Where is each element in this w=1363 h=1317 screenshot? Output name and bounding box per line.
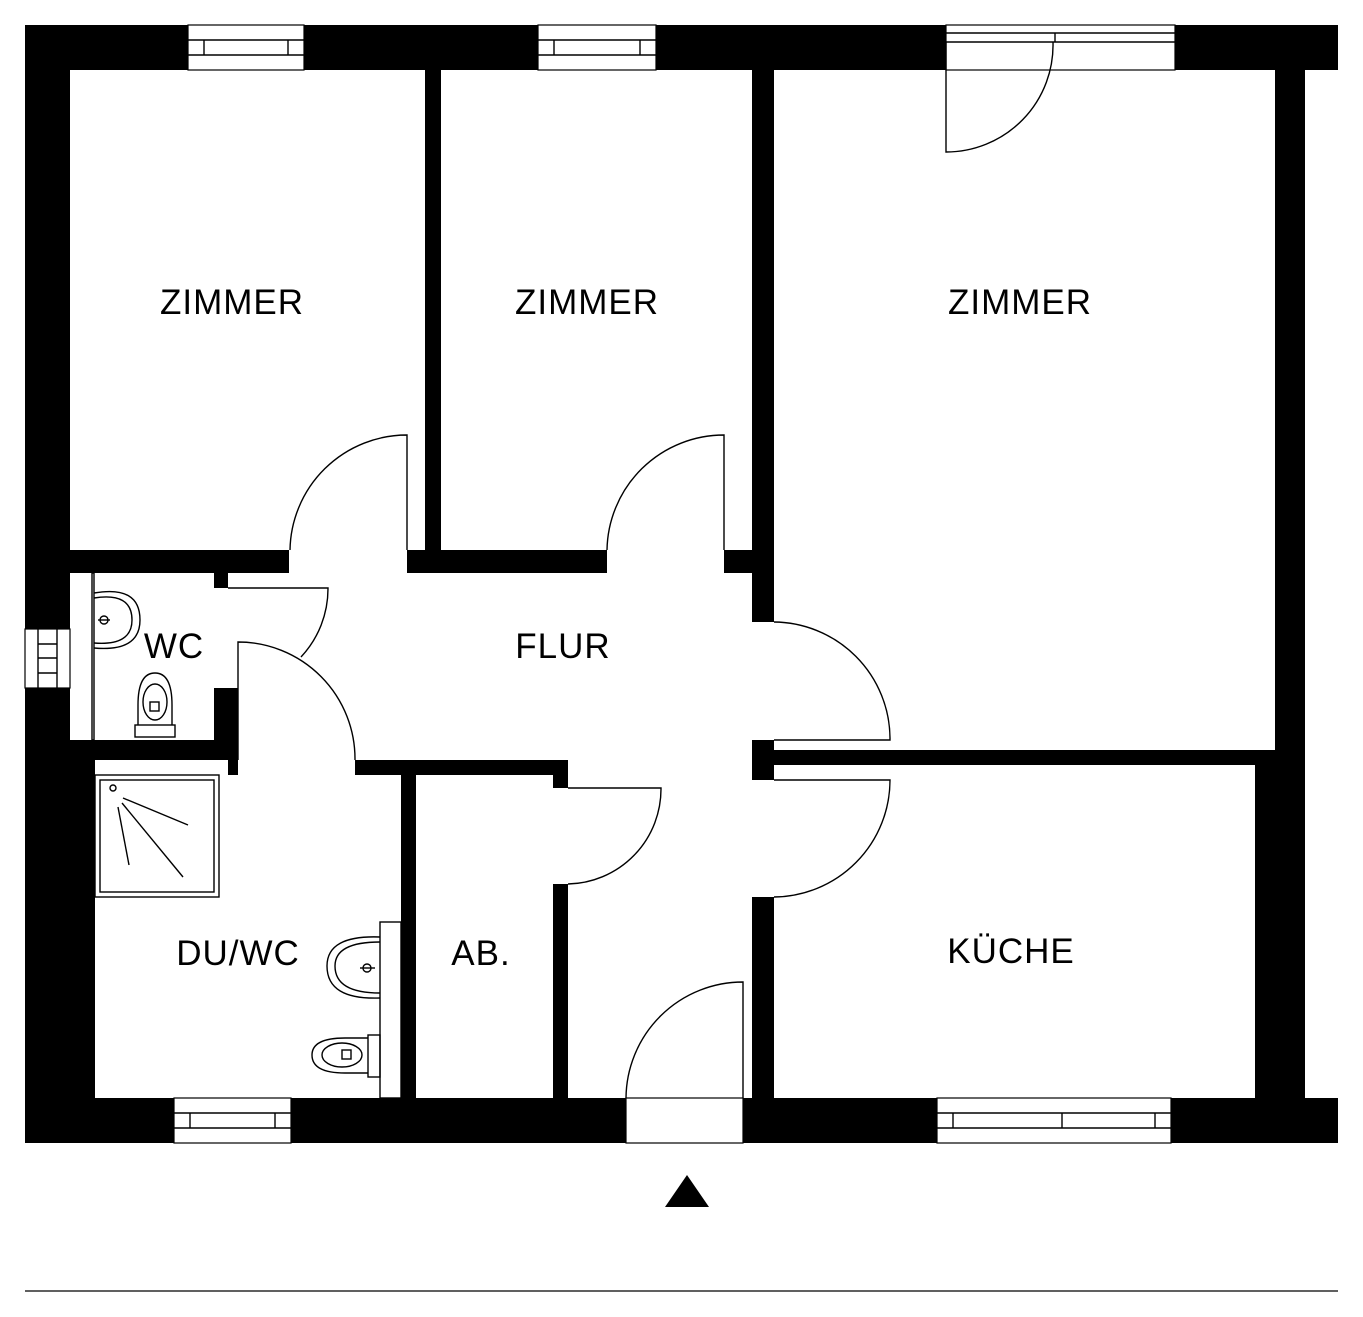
sink-icon (326, 921, 402, 1099)
room-label-zimmer-middle: ZIMMER (515, 283, 659, 322)
room-label-kueche: KÜCHE (947, 932, 1075, 971)
room-label-ab: AB. (451, 934, 510, 973)
entrance-arrow-icon (665, 1175, 709, 1207)
room-label-du-wc: DU/WC (176, 934, 300, 973)
room-label-wc: WC (144, 627, 204, 666)
room-label-zimmer-right: ZIMMER (948, 283, 1092, 322)
walls (25, 25, 1338, 1143)
room-label-flur: FLUR (515, 627, 610, 666)
windows (24, 24, 1176, 1144)
shower-tray-icon (94, 774, 220, 898)
room-label-zimmer-left: ZIMMER (160, 283, 304, 322)
toilet-icon (311, 1034, 381, 1078)
sink-icon (91, 572, 141, 741)
toilet-icon (134, 672, 176, 738)
doors (228, 41, 1054, 1099)
